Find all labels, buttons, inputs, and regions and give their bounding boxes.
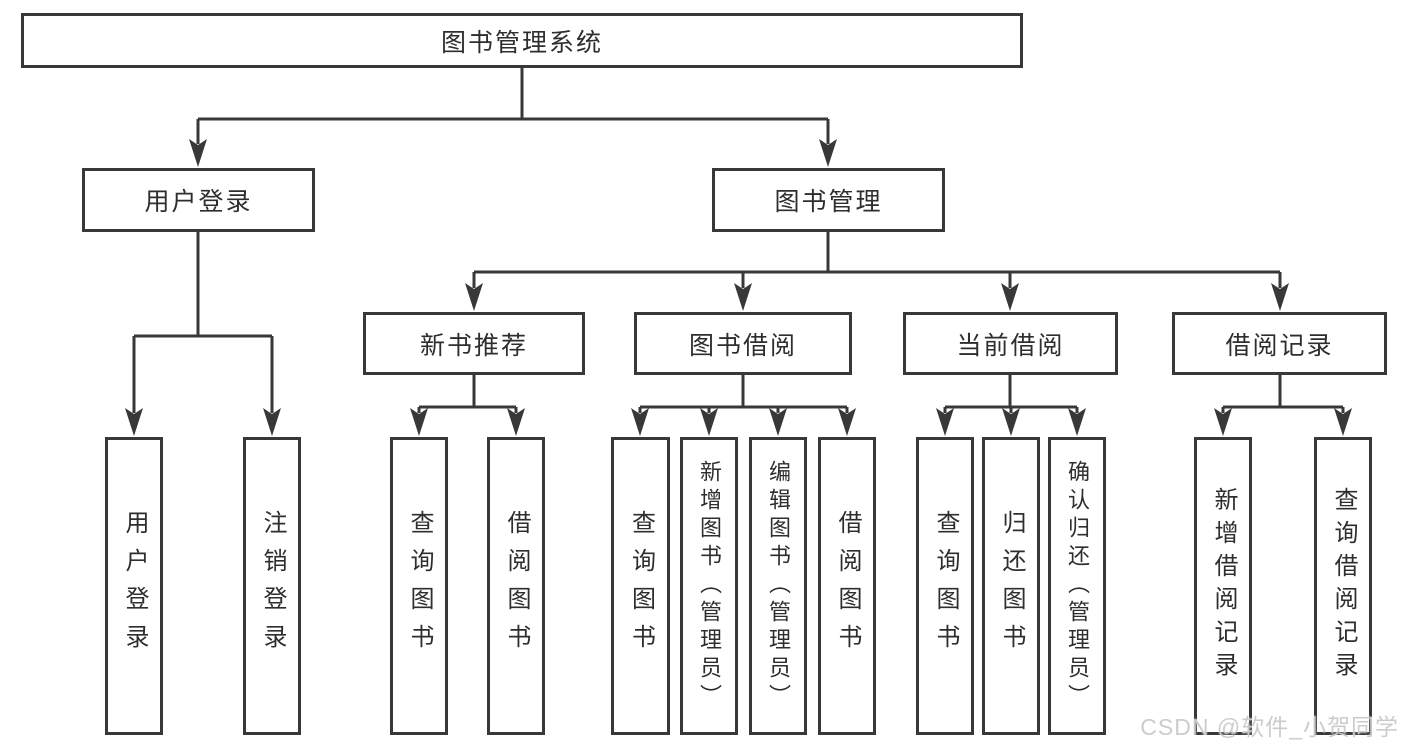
node-label: 用户登录 xyxy=(121,510,148,662)
leaf-confirm-return-admin: 确认归还（管理员） xyxy=(1048,437,1106,735)
leaf-return-books: 归还图书 xyxy=(982,437,1040,735)
connector-borrow-records-to-leaves xyxy=(1221,375,1345,413)
node-label: 注销登录 xyxy=(259,510,286,662)
leaf-query-books-recommend: 查询图书 xyxy=(390,437,448,735)
node-label: 用户登录 xyxy=(144,188,253,216)
connector-current-borrow-to-leaves xyxy=(943,375,1079,413)
leaf-query-borrow-record: 查询借阅记录 xyxy=(1314,437,1372,735)
leaf-borrow-books: 借阅图书 xyxy=(818,437,876,735)
node-label: 借阅记录 xyxy=(1225,331,1334,360)
node-label: 查询图书 xyxy=(406,510,433,662)
node-book-borrow: 图书借阅 xyxy=(634,312,852,375)
connector-user-login-to-leaves xyxy=(132,232,274,413)
leaf-logout: 注销登录 xyxy=(243,437,301,735)
leaf-user-login: 用户登录 xyxy=(105,437,163,735)
node-label: 查询图书 xyxy=(932,510,959,662)
node-current-borrow: 当前借阅 xyxy=(903,312,1118,375)
node-user-login: 用户登录 xyxy=(82,168,315,232)
connector-root-to-level2 xyxy=(196,68,830,144)
node-label: 查询借阅记录 xyxy=(1330,487,1357,685)
node-label: 确认归还（管理员） xyxy=(1065,460,1090,712)
node-label: 图书管理系统 xyxy=(440,28,603,57)
node-new-book-recommend: 新书推荐 xyxy=(363,312,585,375)
node-book-management: 图书管理 xyxy=(712,168,945,232)
leaf-query-books-borrow: 查询图书 xyxy=(611,437,670,735)
leaf-borrow-books-recommend: 借阅图书 xyxy=(487,437,545,735)
leaf-edit-books-admin: 编辑图书（管理员） xyxy=(749,437,807,735)
leaf-query-books-current: 查询图书 xyxy=(916,437,974,735)
node-label: 图书管理 xyxy=(774,188,883,216)
node-label: 借阅图书 xyxy=(834,510,861,662)
node-label: 新书推荐 xyxy=(419,331,528,360)
connector-new-books-to-leaves xyxy=(417,375,518,413)
leaf-add-borrow-record: 新增借阅记录 xyxy=(1194,437,1252,735)
node-label: 新增借阅记录 xyxy=(1210,487,1237,685)
connector-book-mgmt-to-sections xyxy=(472,232,1282,288)
node-label: 图书借阅 xyxy=(688,331,797,360)
node-label: 归还图书 xyxy=(998,510,1025,662)
leaf-add-books-admin: 新增图书（管理员） xyxy=(680,437,738,735)
node-root-system: 图书管理系统 xyxy=(21,13,1023,68)
node-label: 编辑图书（管理员） xyxy=(766,460,791,712)
csdn-watermark: CSDN @软件_小贺同学 xyxy=(1140,714,1399,740)
node-label: 新增图书（管理员） xyxy=(697,460,722,712)
connector-book-borrow-to-leaves xyxy=(638,375,849,413)
node-label: 查询图书 xyxy=(627,510,655,662)
node-label: 当前借阅 xyxy=(956,331,1065,360)
node-label: 借阅图书 xyxy=(503,510,530,662)
node-borrow-records: 借阅记录 xyxy=(1172,312,1387,375)
